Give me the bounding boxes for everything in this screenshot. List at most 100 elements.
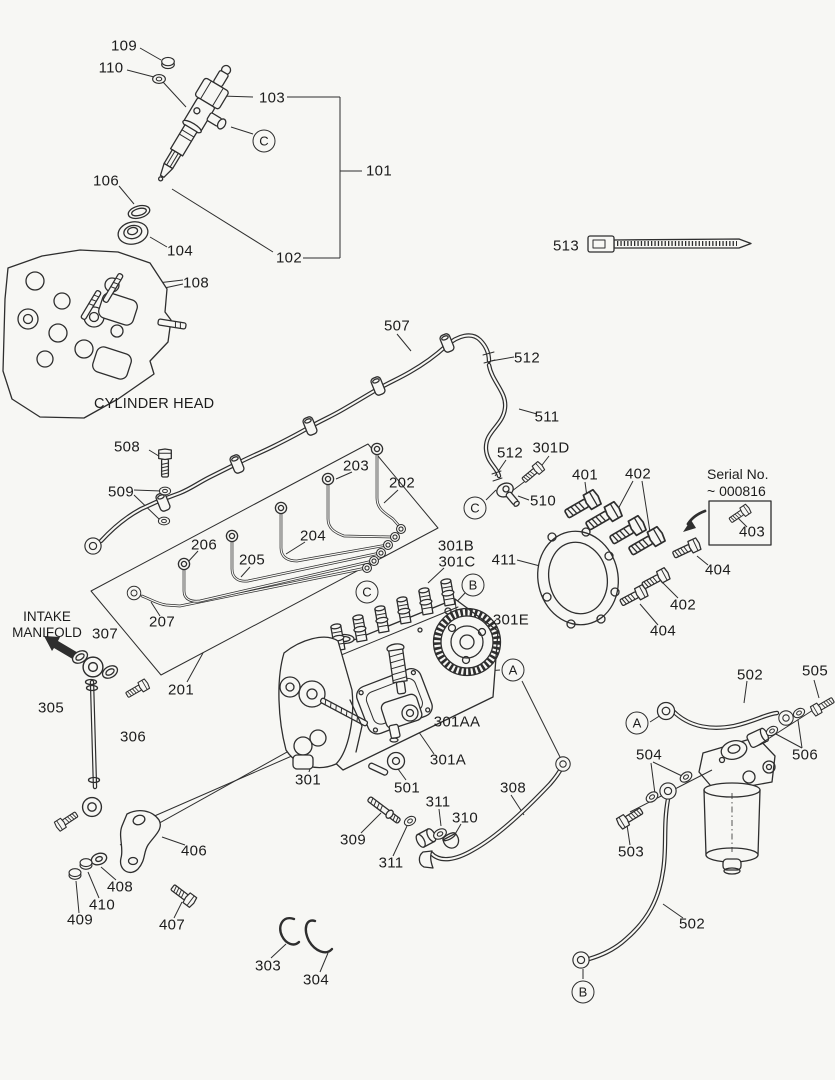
intake-manifold-line1: INTAKE [23, 609, 71, 624]
callout-404b: 404 [650, 622, 676, 640]
callout-511: 511 [534, 408, 560, 426]
bolt-403 [727, 503, 753, 526]
marker-C-0: C [252, 129, 276, 153]
callout-308: 308 [500, 779, 526, 797]
pipe-nut-203 [321, 472, 335, 486]
fitting-301A [380, 693, 423, 743]
callout-301A: 301A [429, 751, 467, 769]
rack-rod [319, 697, 369, 727]
pipe-group-boundary-201 [90, 443, 439, 676]
callout-512b: 512 [497, 444, 523, 462]
callout-301E: 301E [492, 611, 530, 629]
washer-504 [643, 789, 661, 805]
callout-507: 507 [384, 317, 410, 335]
marker-B-3: B [461, 573, 485, 597]
serial-number-box [683, 500, 772, 546]
callout-201: 201 [168, 681, 194, 699]
marker-C-2: C [463, 496, 487, 520]
washer-504 [677, 769, 695, 785]
callout-104: 104 [167, 242, 193, 260]
washer-509 [158, 486, 172, 496]
nozzle-seal-106 [127, 204, 151, 220]
callout-411: 411 [491, 551, 517, 569]
eye-bolt-508 [158, 448, 172, 478]
stud-309 [367, 796, 401, 824]
callout-510: 510 [530, 492, 556, 510]
callout-509: 509 [108, 483, 134, 501]
mounting-studs-108 [80, 273, 124, 320]
gasket-411 [537, 527, 620, 629]
bolt-503 [614, 804, 646, 831]
callout-306: 306 [120, 728, 146, 746]
pipe-nut-205 [225, 529, 239, 543]
callout-506: 506 [792, 746, 818, 764]
callout-504: 504 [636, 746, 662, 764]
head-stud-right [157, 318, 187, 330]
pipe-nut-204 [274, 501, 288, 515]
washer-506 [791, 705, 807, 721]
callout-505: 505 [802, 662, 828, 680]
marker-C-1: C [355, 580, 379, 604]
callout-503: 503 [618, 843, 644, 861]
callout-203: 203 [343, 457, 369, 475]
callout-108: 108 [183, 274, 209, 292]
callout-103: 103 [259, 89, 285, 107]
callout-402b: 402 [670, 596, 696, 614]
marker-B-6: B [571, 980, 595, 1004]
callout-311b: 311 [378, 854, 404, 872]
fuel-filter [698, 727, 776, 875]
governor-housing [278, 636, 354, 770]
callout-303: 303 [255, 957, 281, 975]
callout-301C: 301C [438, 553, 476, 571]
bolt-505 [809, 694, 835, 718]
callout-309: 309 [340, 831, 366, 849]
clip-303 [279, 916, 301, 946]
clip-304 [304, 919, 334, 954]
injector-washer-110 [152, 74, 166, 84]
callout-109: 109 [111, 37, 137, 55]
arrow-head [683, 520, 696, 532]
callout-305: 305 [38, 699, 64, 717]
fuel-hose-502-lower [572, 769, 713, 969]
bolt-404 [670, 536, 703, 562]
callout-404a: 404 [705, 561, 731, 579]
cylinder-head-label: CYLINDER HEAD [94, 396, 215, 412]
pipe-nut-202 [370, 442, 384, 456]
callout-205: 205 [239, 551, 265, 569]
callout-202: 202 [389, 474, 415, 492]
callout-301: 301 [295, 771, 321, 789]
callout-207: 207 [149, 613, 175, 631]
injection-pump-301 [278, 577, 502, 776]
callout-501: 501 [394, 779, 420, 797]
bolt-404 [617, 583, 650, 610]
callout-513: 513 [553, 237, 579, 255]
callout-311a: 311 [425, 793, 451, 811]
callout-102: 102 [276, 249, 302, 267]
washer-311 [402, 813, 418, 829]
callout-110: 110 [98, 59, 124, 77]
hose-clamp-512 [491, 470, 503, 482]
callout-407: 407 [159, 916, 185, 934]
fuel-pipe-305 [53, 650, 151, 833]
serial-number-line1: Serial No. [707, 466, 769, 482]
cylinder-head [2, 249, 187, 419]
banjo-501 [368, 751, 406, 776]
hose-clamp-512 [482, 351, 496, 364]
fuel-hose-502-upper [656, 694, 835, 747]
nut-410 [79, 858, 93, 870]
callout-403: 403 [739, 523, 765, 541]
nut-409 [68, 868, 82, 880]
plunger-301AA [386, 643, 408, 695]
callout-508: 508 [114, 438, 140, 456]
callout-301D: 301D [532, 439, 570, 457]
intake-manifold-label: INTAKE MANIFOLD [12, 609, 82, 640]
washer-509 [157, 516, 171, 526]
bolt-407 [168, 881, 199, 909]
elbow [418, 850, 434, 869]
callout-304: 304 [303, 971, 329, 989]
callout-408: 408 [107, 878, 133, 896]
joint-510 [496, 482, 520, 507]
pipe-ring-207 [126, 585, 142, 601]
